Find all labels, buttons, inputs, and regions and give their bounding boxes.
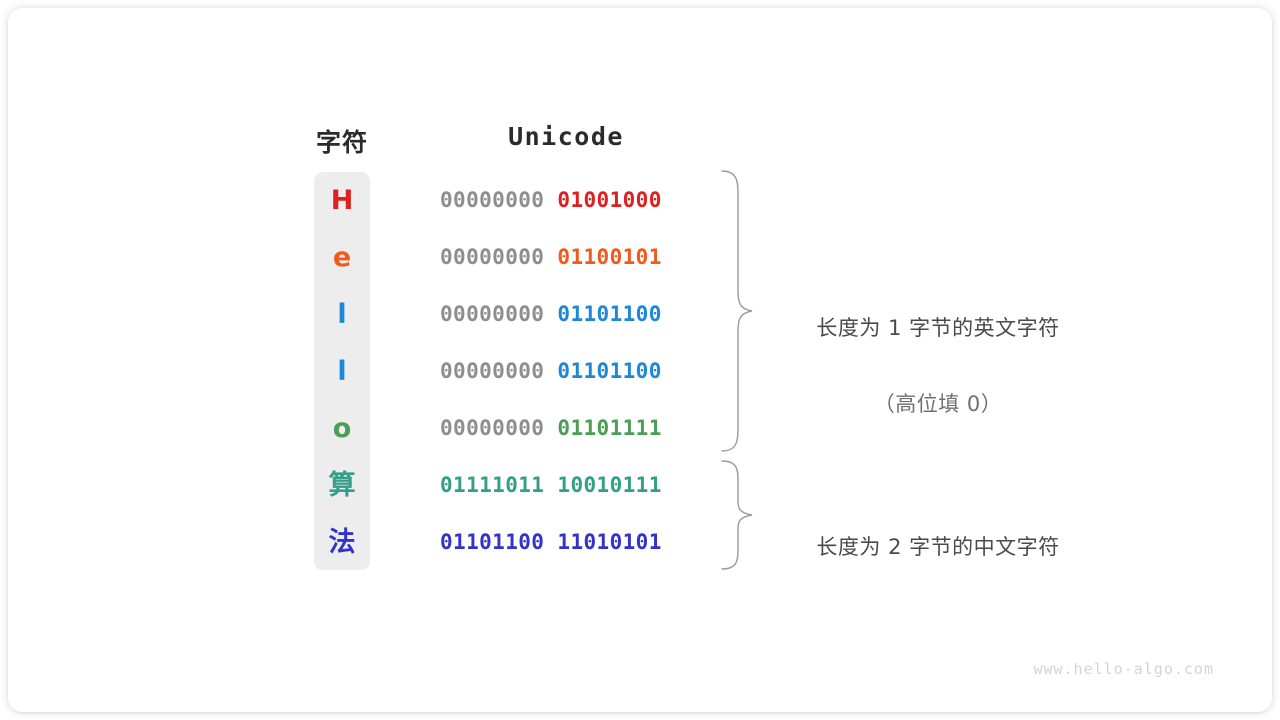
unicode-low-byte: 01101111 <box>557 416 662 440</box>
unicode-low-byte: 01001000 <box>557 188 662 212</box>
column-header-unicode: Unicode <box>508 122 624 151</box>
character-cell: 算 <box>328 470 356 501</box>
annotation-two-byte: 长度为 2 字节的中文字符 <box>768 495 1108 597</box>
unicode-low-byte: 10010111 <box>557 473 662 497</box>
brace-two-byte <box>721 460 753 570</box>
unicode-bits-cell: 01111011 10010111 <box>440 457 692 514</box>
unicode-high-byte: 00000000 <box>440 416 545 440</box>
unicode-high-byte: 00000000 <box>440 245 545 269</box>
annotation-one-byte: 长度为 1 字节的英文字符 （高位填 0） <box>768 276 1108 454</box>
unicode-bits-cell: 00000000 01101100 <box>440 343 692 400</box>
unicode-high-byte: 00000000 <box>440 359 545 383</box>
unicode-low-byte: 11010101 <box>557 530 662 554</box>
annotation-one-byte-line1: 长度为 1 字节的英文字符 <box>816 316 1060 340</box>
annotation-one-byte-line2: （高位填 0） <box>873 392 1003 416</box>
unicode-bits-cell: 00000000 01101100 <box>440 286 692 343</box>
unicode-high-byte: 00000000 <box>440 188 545 212</box>
unicode-bits-cell: 01101100 11010101 <box>440 514 692 571</box>
unicode-low-byte: 01100101 <box>557 245 662 269</box>
character-cell: H <box>330 185 354 216</box>
unicode-bits-cell: 00000000 01101111 <box>440 400 692 457</box>
unicode-bits-cell: 00000000 01100101 <box>440 229 692 286</box>
watermark: www.hello-algo.com <box>1033 660 1214 678</box>
brace-one-byte <box>721 170 753 452</box>
annotation-two-byte-line1: 长度为 2 字节的中文字符 <box>816 535 1060 559</box>
unicode-high-byte: 00000000 <box>440 302 545 326</box>
unicode-high-byte: 01101100 <box>440 530 545 554</box>
character-cell: e <box>332 242 352 273</box>
character-cell: o <box>332 413 352 444</box>
character-cell: l <box>337 299 347 330</box>
unicode-high-byte: 01111011 <box>440 473 545 497</box>
diagram-card: 字符 Unicode H 00000000 01001000 e 00000000 0… <box>8 8 1272 712</box>
character-cell: 法 <box>328 527 356 558</box>
unicode-low-byte: 01101100 <box>557 359 662 383</box>
character-cell: l <box>337 356 347 387</box>
column-header-character: 字符 <box>315 129 368 157</box>
unicode-bits-cell: 00000000 01001000 <box>440 172 692 229</box>
unicode-low-byte: 01101100 <box>557 302 662 326</box>
character-column-background <box>314 172 370 570</box>
